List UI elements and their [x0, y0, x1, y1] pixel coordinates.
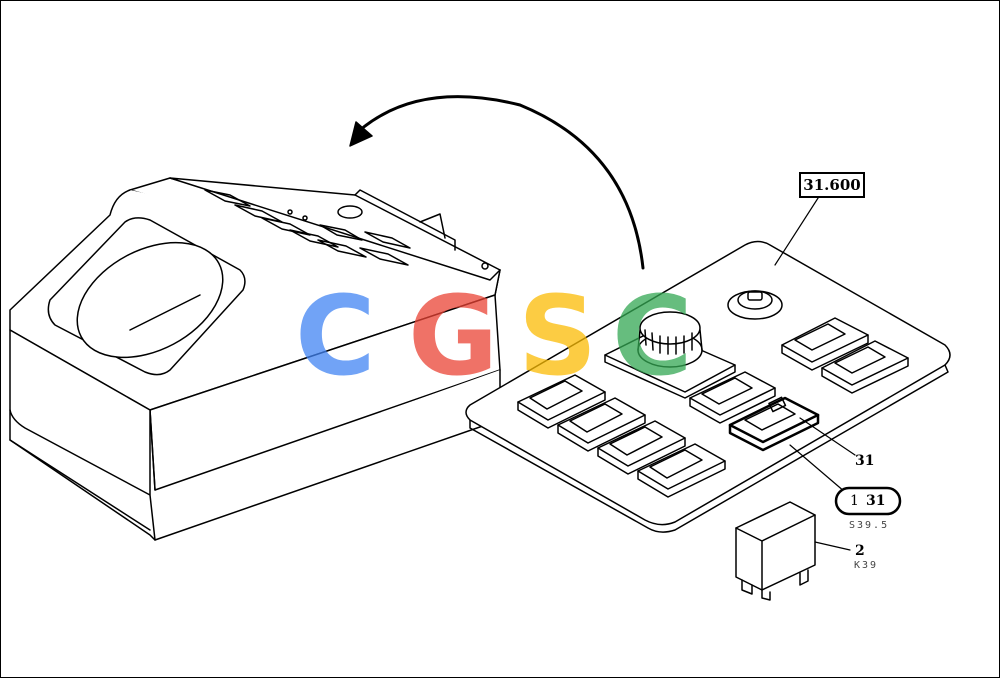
- callout-relay-sub: K39: [854, 560, 879, 571]
- callout-group-label: 31: [866, 493, 886, 509]
- rotary-knob: [604, 311, 736, 399]
- watermark-letter-3: S: [518, 272, 598, 400]
- reference-box: 31.600: [799, 172, 865, 198]
- watermark-letter-2: G: [408, 272, 499, 400]
- watermark-letter-4: C: [612, 272, 693, 400]
- callout-relay-label: 2: [855, 543, 865, 559]
- highlighted-rocker-switch-31: [728, 396, 820, 452]
- callout-group-qty: 1: [850, 493, 859, 509]
- exploded-view-arrow: [349, 95, 645, 270]
- switch-panel: [465, 240, 951, 533]
- leader-lines: [774, 194, 856, 551]
- callout-oval-1-31: [834, 486, 902, 516]
- rocker-switches: [517, 317, 909, 498]
- key-switch: [727, 290, 783, 320]
- top-panel-slots: [204, 189, 489, 270]
- watermark-letter-1: C: [295, 272, 376, 400]
- relay-k39: [735, 501, 816, 601]
- callout-group-sub: S39.5: [849, 520, 890, 531]
- callout-switch-31-label: 31: [855, 453, 875, 469]
